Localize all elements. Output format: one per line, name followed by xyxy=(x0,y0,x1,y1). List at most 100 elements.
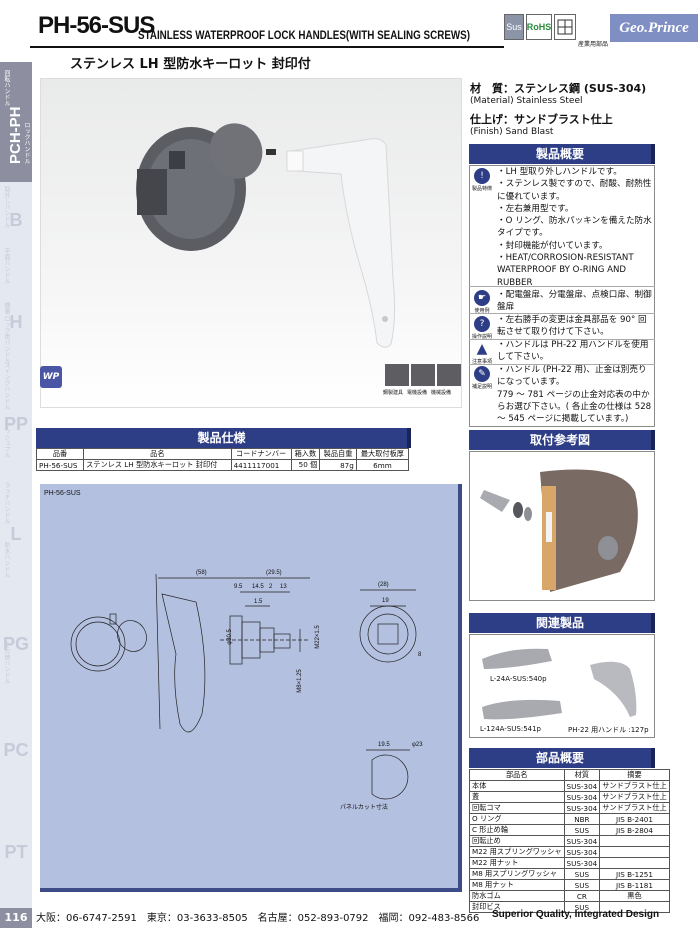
operation-icon-label: 操作説明 xyxy=(471,334,492,340)
side-cat-pg: PG xyxy=(2,634,29,654)
caution-icon: ▲注意事項 xyxy=(471,341,492,365)
table-cell: SUS-304 xyxy=(563,857,601,869)
table-header-row: 部品名 材質 摘要 xyxy=(469,769,670,781)
table-cell xyxy=(599,857,670,869)
grid-icon xyxy=(554,14,576,40)
table-cell: 本体 xyxy=(469,780,565,792)
table-cell: 87g xyxy=(319,459,357,471)
table-header: 製品自重 xyxy=(319,448,357,460)
brand-logo: Geo.Prince xyxy=(610,14,698,42)
dim-2: 2 xyxy=(269,584,273,590)
table-cell: 封印ビス xyxy=(469,901,565,913)
overview-box xyxy=(469,165,655,427)
mount-ref-header: 取付参考図 xyxy=(469,430,655,450)
related-header: 関連製品 xyxy=(469,613,655,633)
table-header: 品番 xyxy=(35,448,85,460)
feature-icon: !製品特徴 xyxy=(470,168,494,192)
side-cat-l: L xyxy=(10,524,22,544)
table-cell: SUS xyxy=(563,879,601,891)
overview-divider xyxy=(469,339,655,340)
table-cell: JIS B-1181 xyxy=(599,879,670,891)
table-cell: 回転コマ xyxy=(469,802,565,814)
header-rule xyxy=(30,46,504,48)
usage-icon-label: 使用例 xyxy=(474,308,490,314)
material-jp: 材 質：ステンレス鋼 (SUS-304) xyxy=(470,82,647,95)
table-cell: M22 用ナット xyxy=(469,857,565,869)
table-cell: サンドブラスト仕上 xyxy=(599,802,670,814)
wp-badge: WP xyxy=(40,366,62,388)
table-cell: 回転止め xyxy=(469,835,565,847)
dim-19-5: 19.5 xyxy=(378,742,390,748)
dim-28: (28) xyxy=(378,582,389,588)
dim-19: 19 xyxy=(382,598,389,604)
product-code: PH-56-SUS xyxy=(38,12,155,39)
table-cell: JIS B-1251 xyxy=(599,868,670,880)
side-label: ロックハンドル xyxy=(23,122,30,164)
table-cell: NBR xyxy=(563,813,601,825)
dim-phi-23: φ23 xyxy=(412,742,423,748)
side-label: ラッチハンドル xyxy=(3,482,10,524)
table-cell: JIS B-2401 xyxy=(599,813,670,825)
overview-divider xyxy=(469,313,655,314)
page-number: 116 xyxy=(0,908,32,928)
finish-jp: 仕上げ：サンドブラスト仕上 xyxy=(470,113,613,126)
side-label: 平面ハンドル xyxy=(3,248,10,284)
table-cell: サンドブラスト仕上 xyxy=(599,780,670,792)
related-products-box: L-24A-SUS:540p L-124A-SUS:541p PH-22 用ハン… xyxy=(469,634,655,738)
dim-phi-30-5: φ30.5 xyxy=(226,629,233,645)
table-cell: SUS-304 xyxy=(563,846,601,858)
feature-icon-label: 製品特徴 xyxy=(471,186,492,192)
side-label: 防水ハンドル xyxy=(3,542,10,578)
finish-en: (Finish) Sand Blast xyxy=(470,127,554,137)
table-cell: SUS-304 xyxy=(563,835,601,847)
table-cell: SUS xyxy=(563,824,601,836)
overview-divider xyxy=(469,286,655,287)
table-header: 部品名 xyxy=(469,769,565,781)
material-en: (Material) Stainless Steel xyxy=(470,96,583,106)
dim-13: 13 xyxy=(280,584,287,590)
table-cell: JIS B-2804 xyxy=(599,824,670,836)
table-header: コードナンバー xyxy=(230,448,292,460)
side-label: 蝶番 ロック用ハンドル xyxy=(3,302,10,364)
table-cell: 6mm xyxy=(355,459,410,471)
side-cat-b: B xyxy=(9,210,23,230)
table-cell xyxy=(599,901,670,913)
icon-label: 電機設備 xyxy=(407,390,428,396)
table-cell: SUS-304 xyxy=(563,780,601,792)
gear-icon xyxy=(437,364,461,386)
page-header: PH-56-SUS STAINLESS WATERPROOF LOCK HAND… xyxy=(30,0,700,48)
overview-header: 製品概要 xyxy=(469,144,655,164)
footer-contacts: 大阪：06-6747-2591 東京：03-3633-8505 名古屋：052-… xyxy=(36,913,480,924)
side-category-tab: PCH-PH B H PP L PG PC PT 回転ハンドル ロックハンドル … xyxy=(0,62,32,908)
side-label: 取外しハンドル xyxy=(3,186,10,228)
technical-drawing: PH-56-SUS xyxy=(40,484,462,892)
related-item: L-24A-SUS:540p xyxy=(490,675,547,683)
table-cell: M8 用スプリングワッシャ xyxy=(469,868,565,880)
table-cell: M8 用ナット xyxy=(469,879,565,891)
parts-header: 部品概要 xyxy=(469,748,655,768)
table-cell: C 形止め輪 xyxy=(469,824,565,836)
supplement-icon-label: 補足説明 xyxy=(471,384,492,390)
dim-29-5: (29.5) xyxy=(266,570,282,576)
icon-label: 鋼製建具 xyxy=(383,390,404,396)
japanese-title: ステンレス LH 型防水キーロット 封印付 xyxy=(70,57,311,72)
product-spec-header: 製品仕様 xyxy=(36,428,411,448)
side-label: その他ハンドル xyxy=(3,642,10,684)
related-item: PH-22 用ハンドル :127p xyxy=(568,726,649,734)
side-cat-pc: PC xyxy=(3,740,29,760)
drawing-label: PH-56-SUS xyxy=(44,490,81,497)
door-icon xyxy=(385,364,409,386)
table-cell: 50 個 xyxy=(290,459,321,471)
